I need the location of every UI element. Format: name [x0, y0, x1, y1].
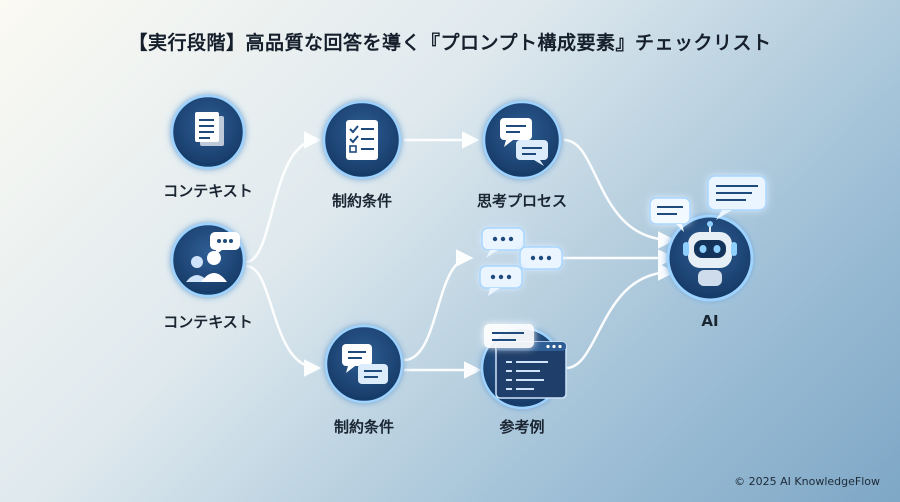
code-window-icon	[484, 324, 567, 399]
connectors	[245, 131, 676, 379]
label-context-mid: コンテキスト	[163, 313, 253, 331]
arrow-thinking-to-ai	[563, 138, 676, 249]
arrow-examples-to-ai	[565, 263, 676, 370]
label-thinking-process: 思考プロセス	[476, 192, 567, 210]
ai-speech-bubble-icon	[649, 197, 691, 232]
users-chat-icon	[186, 232, 240, 282]
arrow-context-to-constraints-bottom	[245, 264, 322, 377]
label-context-top: コンテキスト	[163, 182, 253, 200]
node-context-mid	[170, 222, 246, 298]
node-context-top	[170, 94, 246, 170]
node-constraints-top	[322, 100, 402, 180]
messages-icon	[342, 344, 388, 384]
label-ai: AI	[701, 312, 719, 330]
robot-icon	[683, 221, 737, 286]
arrow-constraints-to-bubbles	[403, 249, 474, 362]
label-constraints-top: 制約条件	[331, 192, 392, 210]
node-constraints-bottom	[324, 324, 404, 404]
node-thinking-process	[482, 100, 562, 180]
page-title: 【実行段階】高品質な回答を導く『プロンプト構成要素』チェックリスト	[128, 32, 772, 54]
node-ai	[649, 175, 767, 302]
arrow-context-to-constraints-top	[245, 131, 322, 264]
document-icon	[195, 112, 224, 146]
ai-speech-bubble-icon	[707, 175, 767, 220]
speech-bubble-icon	[479, 265, 523, 296]
copyright-footer: © 2025 AI KnowledgeFlow	[734, 475, 880, 488]
label-examples: 参考例	[499, 418, 545, 436]
label-constraints-bottom: 制約条件	[333, 418, 394, 436]
floating-chat-bubbles	[479, 227, 563, 296]
checklist-icon	[346, 120, 378, 160]
speech-bubble-icon	[481, 227, 525, 258]
node-examples	[480, 324, 567, 410]
speech-bubble-icon	[519, 246, 563, 270]
chat-bubbles-icon	[500, 118, 548, 166]
